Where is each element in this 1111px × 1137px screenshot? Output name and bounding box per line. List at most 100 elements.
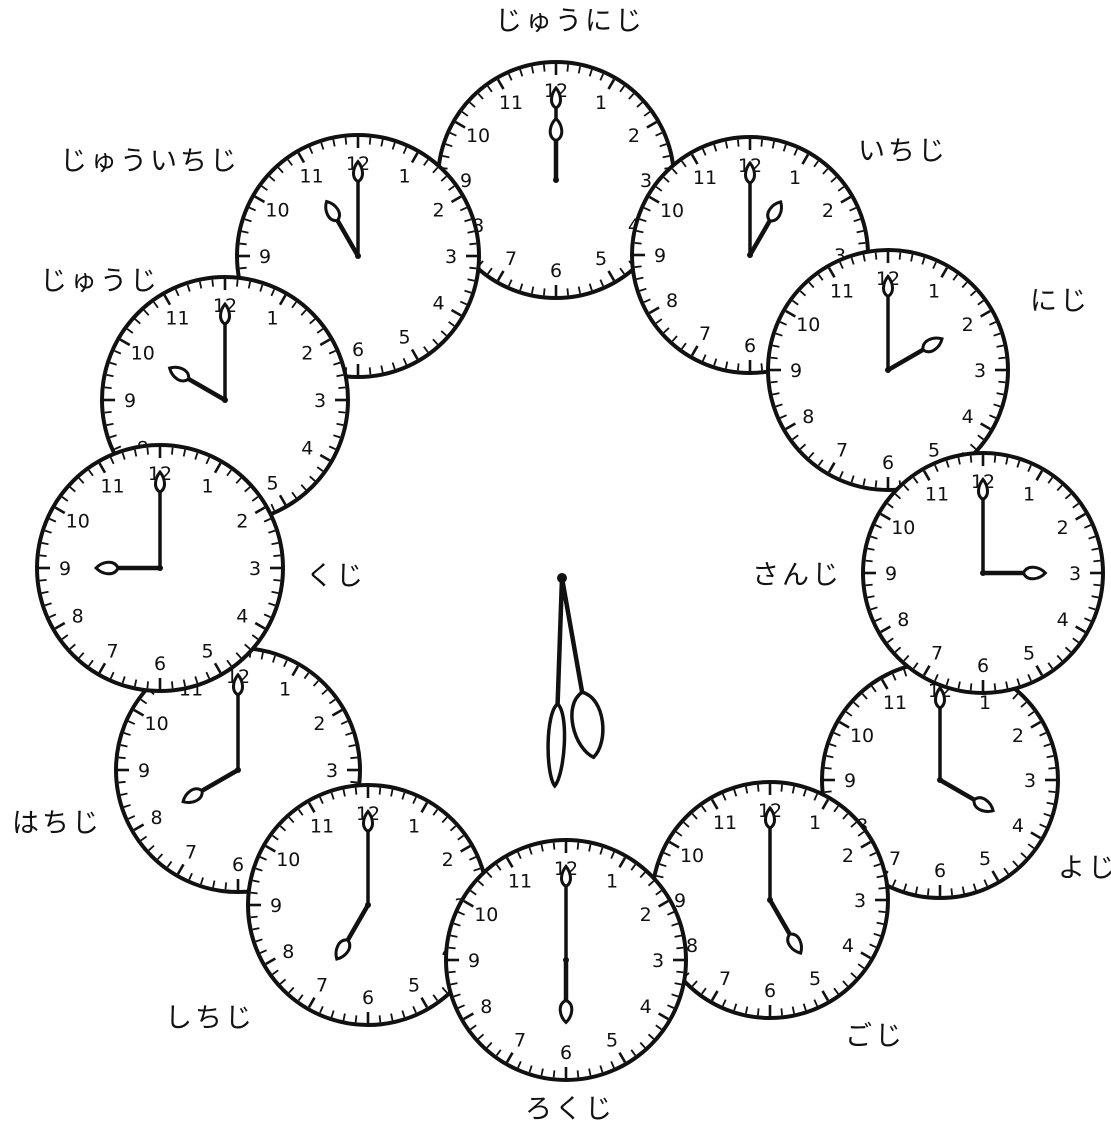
tick-mark bbox=[635, 266, 642, 267]
tick-mark bbox=[172, 448, 173, 455]
tick-mark bbox=[544, 288, 545, 295]
clock-numeral: 5 bbox=[266, 472, 278, 494]
clock-numeral: 10 bbox=[474, 904, 498, 926]
clock-numeral: 11 bbox=[693, 167, 717, 189]
clock-numeral: 2 bbox=[1057, 517, 1069, 539]
clock-numeral: 6 bbox=[352, 339, 364, 361]
tick-mark bbox=[995, 683, 996, 690]
hand-pivot bbox=[355, 253, 361, 259]
clock-numeral: 9 bbox=[468, 950, 480, 972]
clock-numeral: 6 bbox=[232, 854, 244, 876]
clock-numeral: 11 bbox=[713, 812, 737, 834]
clock-numeral: 5 bbox=[201, 640, 213, 662]
clock-numeral: 3 bbox=[445, 246, 457, 268]
clock-numeral: 3 bbox=[314, 390, 326, 412]
clock-numeral: 5 bbox=[928, 440, 940, 462]
clock-numeral: 11 bbox=[100, 476, 124, 498]
clock-6: 121234567891011 bbox=[446, 840, 686, 1080]
tick-mark bbox=[350, 757, 357, 758]
hand-pivot bbox=[563, 957, 569, 963]
tick-mark bbox=[761, 140, 762, 147]
tick-mark bbox=[469, 244, 476, 245]
tick-mark bbox=[346, 138, 347, 145]
tick-mark bbox=[370, 138, 371, 145]
clock-numeral: 6 bbox=[744, 335, 756, 357]
clock-numeral: 2 bbox=[640, 904, 652, 926]
clock-label: じゅうにじ bbox=[495, 6, 645, 37]
tick-mark bbox=[761, 363, 762, 370]
tick-mark bbox=[554, 843, 555, 850]
clock-numeral: 5 bbox=[606, 1030, 618, 1052]
clock-numeral: 1 bbox=[201, 476, 213, 498]
clock-9: 121234567891011 bbox=[37, 445, 283, 691]
tick-mark bbox=[380, 1015, 381, 1022]
clock-numeral: 9 bbox=[790, 360, 802, 382]
tick-mark bbox=[676, 972, 683, 973]
clock-numeral: 1 bbox=[266, 308, 278, 330]
tick-mark bbox=[544, 65, 545, 72]
tick-mark bbox=[147, 681, 148, 688]
clock-numeral: 7 bbox=[505, 248, 517, 270]
clock-numeral: 3 bbox=[652, 950, 664, 972]
clock-numeral: 6 bbox=[550, 260, 562, 282]
clock-numeral: 8 bbox=[666, 290, 678, 312]
clock-numeral: 9 bbox=[259, 246, 271, 268]
tick-mark bbox=[928, 888, 929, 895]
clock-label: はちじ bbox=[12, 808, 102, 839]
clock-numeral: 4 bbox=[842, 935, 854, 957]
tick-mark bbox=[567, 288, 568, 295]
tick-mark bbox=[781, 785, 782, 792]
tick-mark bbox=[119, 757, 126, 758]
tick-mark bbox=[350, 782, 357, 783]
tick-mark bbox=[858, 243, 865, 244]
clock-numeral: 4 bbox=[962, 406, 974, 428]
clock-numeral: 5 bbox=[1023, 643, 1035, 665]
hand-pivot bbox=[365, 902, 371, 908]
clock-numeral: 4 bbox=[640, 996, 652, 1018]
clock-numeral: 11 bbox=[499, 92, 523, 114]
tick-mark bbox=[951, 888, 952, 895]
clock-numeral: 5 bbox=[398, 327, 410, 349]
tick-mark bbox=[449, 948, 456, 949]
tick-mark bbox=[825, 768, 832, 769]
tick-mark bbox=[567, 65, 568, 72]
tick-mark bbox=[1093, 585, 1100, 586]
clock-numeral: 3 bbox=[974, 360, 986, 382]
clock-numeral: 3 bbox=[326, 760, 338, 782]
clock-numeral: 1 bbox=[398, 165, 410, 187]
clock-numeral: 4 bbox=[1012, 815, 1024, 837]
tick-mark bbox=[380, 788, 381, 795]
clock-numeral: 10 bbox=[466, 125, 490, 147]
clock-label: ろくじ bbox=[525, 1094, 615, 1125]
hand-pivot bbox=[937, 777, 943, 783]
clock-numeral: 1 bbox=[979, 692, 991, 714]
clock-numeral: 7 bbox=[514, 1030, 526, 1052]
clock-numeral: 6 bbox=[934, 860, 946, 882]
hand-pivot bbox=[747, 252, 753, 258]
tick-mark bbox=[1048, 791, 1055, 792]
clock-numeral: 10 bbox=[276, 849, 300, 871]
clock-numeral: 4 bbox=[1057, 609, 1069, 631]
tick-mark bbox=[876, 480, 877, 487]
clock-label: しちじ bbox=[165, 1003, 255, 1034]
clock-numeral: 11 bbox=[508, 870, 532, 892]
tick-mark bbox=[995, 456, 996, 463]
clock-numeral: 9 bbox=[270, 895, 282, 917]
tick-mark bbox=[578, 843, 579, 850]
tick-mark bbox=[738, 140, 739, 147]
tick-mark bbox=[676, 948, 683, 949]
clock-numeral: 3 bbox=[249, 558, 261, 580]
clock-numeral: 9 bbox=[59, 558, 71, 580]
tick-mark bbox=[273, 580, 280, 581]
clock-numeral: 2 bbox=[313, 713, 325, 735]
clock-numeral: 1 bbox=[279, 679, 291, 701]
clock-numeral: 3 bbox=[1069, 563, 1081, 585]
clock-numeral: 8 bbox=[151, 807, 163, 829]
tick-mark bbox=[635, 243, 642, 244]
clock-numeral: 7 bbox=[316, 975, 328, 997]
clock-numeral: 7 bbox=[185, 841, 197, 863]
tick-mark bbox=[878, 888, 885, 889]
tick-mark bbox=[900, 253, 901, 260]
clock-numeral: 1 bbox=[606, 870, 618, 892]
